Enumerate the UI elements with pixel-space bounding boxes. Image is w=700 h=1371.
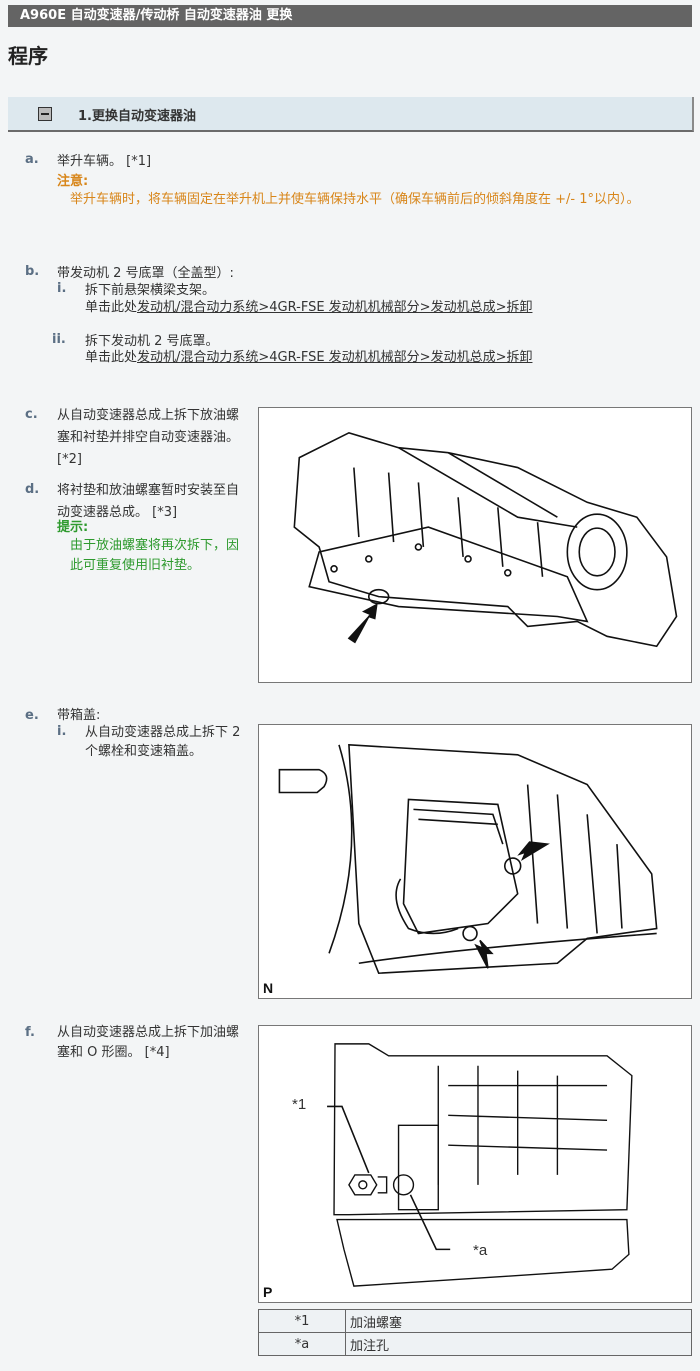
step-b-ii-link-line: 单击此处发动机/混合动力系统>4GR-FSE 发动机机械部分>发动机总成>拆卸	[85, 348, 532, 367]
filler-plug-illustration: *1 *a P	[258, 1025, 692, 1303]
engine-assembly-removal-link[interactable]: 发动机/混合动力系统>4GR-FSE 发动机机械部分>发动机总成>拆卸	[137, 350, 533, 365]
document-header: A960E 自动变速器/传动桥 自动变速器油 更换	[8, 5, 692, 27]
legend-value: 加油螺塞	[345, 1309, 692, 1333]
step-e-i-label: i.	[57, 724, 67, 739]
link-prefix: 单击此处	[85, 350, 138, 365]
engine-assembly-removal-link[interactable]: 发动机/混合动力系统>4GR-FSE 发动机机械部分>发动机总成>拆卸	[137, 300, 533, 315]
drain-plug-illustration	[258, 407, 692, 683]
section-title: 1.更换自动变速器油	[78, 109, 196, 124]
figure-letter: P	[263, 1284, 273, 1300]
hint-title: 提示:	[57, 520, 89, 535]
step-d-text: 将衬垫和放油螺塞暂时安装至自动变速器总成。 [*3]	[57, 483, 240, 520]
hint-text: 由于放油螺塞将再次拆下，因此可重复使用旧衬垫。	[70, 538, 240, 573]
legend-key: *a	[258, 1332, 346, 1356]
step-c-text: 从自动变速器总成上拆下放油螺塞和衬垫并排空自动变速器油。 [*2]	[57, 408, 240, 467]
legend-table: *1 加油螺塞 *a 加注孔	[258, 1309, 692, 1356]
step-d-label: d.	[25, 482, 40, 497]
step-a-text: 举升车辆。 [*1]	[57, 154, 152, 169]
table-row: *a 加注孔	[258, 1332, 692, 1356]
step-e-i-text: 从自动变速器总成上拆下 2 个螺栓和变速箱盖。	[85, 725, 241, 759]
step-b-label: b.	[25, 264, 40, 279]
link-prefix: 单击此处	[85, 300, 138, 315]
step-f-label: f.	[25, 1025, 35, 1040]
step-e-label: e.	[25, 708, 39, 723]
step-b-i-label: i.	[57, 281, 67, 296]
figure-letter: N	[263, 980, 274, 996]
case-cover-illustration: N	[258, 724, 692, 999]
step-b-i-text: 拆下前悬架横梁支架。	[85, 283, 216, 298]
step-f-text: 从自动变速器总成上拆下加油螺塞和 O 形圈。 [*4]	[57, 1025, 240, 1060]
legend-key: *1	[258, 1309, 346, 1333]
page-title: 程序	[8, 44, 48, 68]
step-b-ii-label: ii.	[52, 332, 66, 347]
step-b-ii-text: 拆下发动机 2 号底罩。	[85, 334, 219, 349]
collapse-toggle-icon[interactable]	[38, 107, 52, 121]
step-c-label: c.	[25, 407, 38, 422]
step-e-text: 带箱盖:	[57, 708, 101, 723]
legend-value: 加注孔	[345, 1332, 692, 1356]
section-header[interactable]: 1.更换自动变速器油	[8, 97, 694, 132]
step-b-i-link-line: 单击此处发动机/混合动力系统>4GR-FSE 发动机机械部分>发动机总成>拆卸	[85, 298, 532, 317]
step-a-label: a.	[25, 152, 39, 167]
table-row: *1 加油螺塞	[258, 1309, 692, 1333]
callout-a: *a	[473, 1242, 488, 1259]
caution-text: 举升车辆时，将车辆固定在举升机上并使车辆保持水平（确保车辆前后的倾斜角度在 +/…	[70, 192, 640, 207]
callout-1: *1	[292, 1096, 307, 1113]
step-b-text: 带发动机 2 号底罩（全盖型）:	[57, 266, 234, 281]
caution-title: 注意:	[57, 174, 89, 189]
